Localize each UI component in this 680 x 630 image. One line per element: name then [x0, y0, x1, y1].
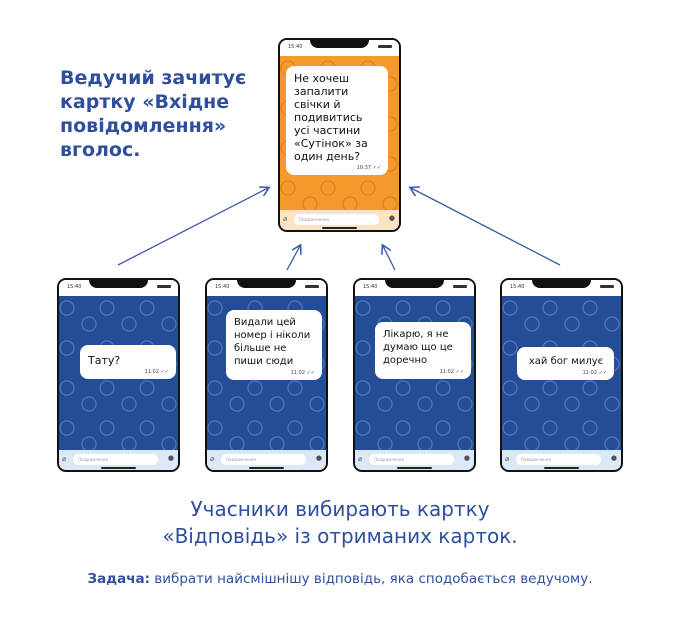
- notch: [310, 40, 369, 48]
- intro-text: Ведучий зачитує картку «Вхідне повідомле…: [60, 67, 247, 161]
- notch: [89, 280, 148, 288]
- message-bubble: Видали цей номер і ніколи більше не пиши…: [226, 310, 322, 380]
- status-time: 15:40: [215, 284, 230, 290]
- signal-icon: [378, 45, 392, 48]
- message-bubble: Тату? 11:02 ✓✓: [80, 345, 176, 379]
- paperclip-icon: ⌀: [283, 215, 288, 223]
- message-time: 11:02 ✓✓: [439, 369, 464, 375]
- instruction-line-1: Учасники вибирають картку: [190, 497, 490, 521]
- task-label: Задача:: [87, 571, 150, 587]
- arrow-1: [117, 188, 268, 266]
- home-indicator: [397, 467, 432, 469]
- message-input: Повідомлення: [516, 454, 601, 465]
- message-input: Повідомлення: [294, 214, 379, 225]
- message-input: Повідомлення: [369, 454, 454, 465]
- status-time: 15:40: [67, 284, 82, 290]
- status-time: 15:40: [288, 44, 303, 50]
- message-text: хай бог милує: [528, 356, 604, 367]
- message-bubble: Не хочеш запалити свічки й подивитись ус…: [286, 66, 388, 175]
- signal-icon: [453, 285, 467, 288]
- signal-icon: [600, 285, 614, 288]
- answer-phone-card: 15:40 Лікарю, я не думаю що це доречно 1…: [353, 278, 476, 472]
- message-bubble: Лікарю, я не думаю що це доречно 11:02 ✓…: [375, 322, 471, 379]
- signal-icon: [157, 285, 171, 288]
- arrow-2: [286, 246, 300, 271]
- answer-phone-card: 15:40 хай бог милує 11:02 ✓✓ ⌀ Повідомлен…: [500, 278, 623, 472]
- message-input: Повідомлення: [221, 454, 306, 465]
- arrow-3: [383, 246, 396, 271]
- task-text: Задача: вибрати найсмішнішу відповідь, я…: [0, 571, 680, 587]
- answer-phone-card: 15:40 Тату? 11:02 ✓✓ ⌀ Повідомлення ●: [57, 278, 180, 472]
- host-phone-card: 15:40 Не хочеш запалити свічки й подивит…: [278, 38, 401, 232]
- paperclip-icon: ⌀: [358, 455, 363, 463]
- signal-icon: [305, 285, 319, 288]
- paperclip-icon: ⌀: [210, 455, 215, 463]
- instruction-text: Учасники вибирають картку «Відповідь» із…: [0, 496, 680, 550]
- paperclip-icon: ⌀: [505, 455, 510, 463]
- microphone-icon: ●: [388, 214, 395, 222]
- microphone-icon: ●: [167, 454, 174, 462]
- home-indicator: [544, 467, 579, 469]
- home-indicator: [101, 467, 136, 469]
- notch: [237, 280, 296, 288]
- status-time: 15:40: [510, 284, 525, 290]
- task-description: вибрати найсмішнішу відповідь, яка сподо…: [149, 571, 593, 587]
- message-text: Видали цей номер і ніколи більше не пиши…: [234, 317, 311, 367]
- paperclip-icon: ⌀: [62, 455, 67, 463]
- home-indicator: [322, 227, 357, 229]
- status-time: 15:40: [363, 284, 378, 290]
- notch: [532, 280, 591, 288]
- message-bubble: хай бог милує 11:02 ✓✓: [517, 347, 614, 380]
- notch: [385, 280, 444, 288]
- instruction-line-2: «Відповідь» із отриманих карток.: [162, 524, 518, 548]
- message-text: Тату?: [88, 354, 121, 367]
- message-time: 11:02 ✓✓: [144, 369, 169, 375]
- message-time: 11:02 ✓✓: [582, 370, 607, 376]
- microphone-icon: ●: [315, 454, 322, 462]
- home-indicator: [249, 467, 284, 469]
- microphone-icon: ●: [610, 454, 617, 462]
- arrow-4: [411, 188, 561, 266]
- message-input: Повідомлення: [73, 454, 158, 465]
- message-time: 10:37 ✓✓: [356, 165, 381, 171]
- message-text: Лікарю, я не думаю що це доречно: [383, 329, 453, 366]
- message-text: Не хочеш запалити свічки й подивитись ус…: [294, 72, 368, 163]
- answer-phone-card: 15:40 Видали цей номер і ніколи більше н…: [205, 278, 328, 472]
- microphone-icon: ●: [463, 454, 470, 462]
- message-time: 11:02 ✓✓: [290, 370, 315, 376]
